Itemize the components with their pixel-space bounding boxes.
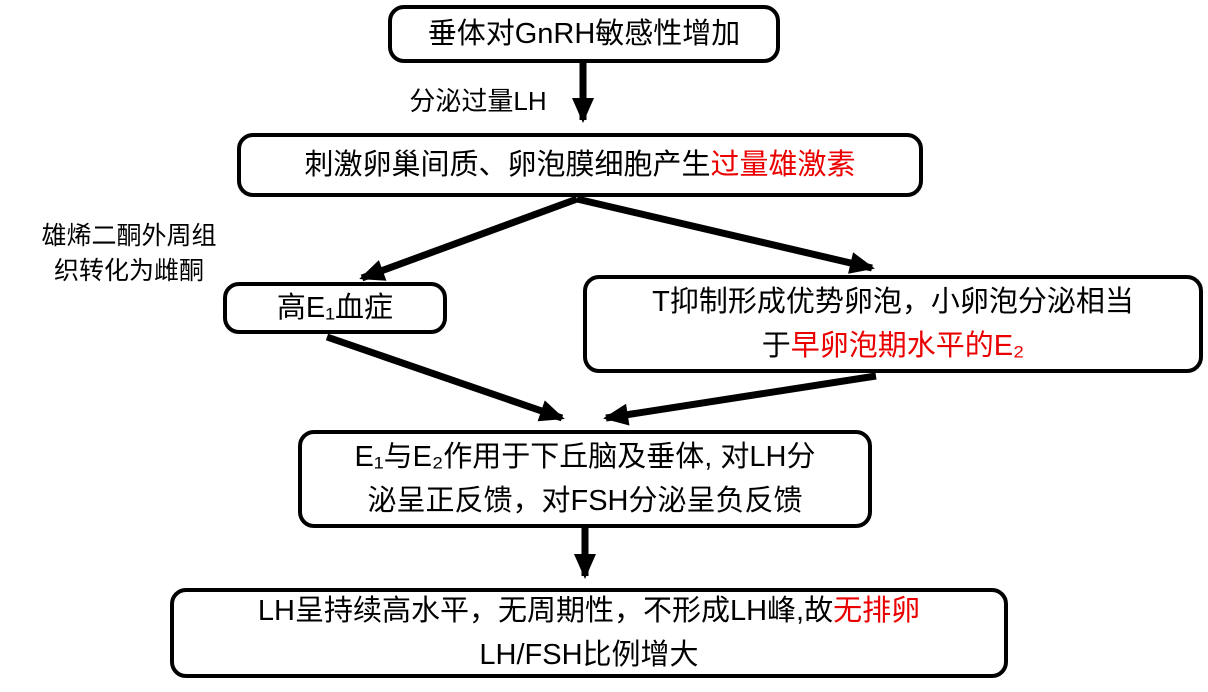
box-stimulate-androgen-text: 刺激卵巢间质、卵泡膜细胞产生过量雄激素 <box>304 143 855 187</box>
box-t-inhibit-line1: T抑制形成优势卵泡，小卵泡分泌相当 <box>652 286 1134 318</box>
box-result-line1-black: LH呈持续高水平，无周期性，不形成LH峰,故 <box>257 595 834 627</box>
box-stimulate-androgen-text-black: 刺激卵巢间质、卵泡膜细胞产生 <box>304 149 711 181</box>
box-high-e1: 高E₁血症 <box>223 282 447 334</box>
box-stimulate-androgen-text-red: 过量雄激素 <box>710 149 856 181</box>
arrow-stimulate-to-t-inhibit <box>576 195 875 274</box>
box-result-line1-red: 无排卵 <box>833 595 921 627</box>
box-feedback: E₁与E₂作用于下丘脑及垂体, 对LH分 泌呈正反馈，对FSH分泌呈负反馈 <box>298 430 872 528</box>
box-result: LH呈持续高水平，无周期性，不形成LH峰,故无排卵 LH/FSH比例增大 <box>170 588 1008 678</box>
box-feedback-line2: 泌呈正反馈，对FSH分泌呈负反馈 <box>367 485 803 517</box>
arrow-stimulate-to-high-e1 <box>359 195 579 282</box>
box-t-inhibit-line2-black: 于 <box>761 330 791 362</box>
label-peripheral-conversion: 雄烯二酮外周组 织转化为雌酮 <box>5 219 253 289</box>
box-result-line1: LH呈持续高水平，无周期性，不形成LH峰,故无排卵 <box>258 589 920 633</box>
label-lh-secretion: 分泌过量LH <box>409 86 547 116</box>
label-peripheral-conversion-line1: 雄烯二酮外周组 <box>41 222 217 250</box>
box-t-inhibit-line2-red: 早卵泡期水平的E₂ <box>790 330 1025 362</box>
arrow-high-e1-to-feedback <box>325 333 565 422</box>
box-high-e1-text: 高E₁血症 <box>276 292 394 324</box>
box-pituitary-gnrh-text: 垂体对GnRH敏感性增加 <box>427 18 741 50</box>
box-pituitary-gnrh: 垂体对GnRH敏感性增加 <box>388 5 780 63</box>
box-t-inhibit: T抑制形成优势卵泡，小卵泡分泌相当 于早卵泡期水平的E₂ <box>583 275 1203 373</box>
box-feedback-line1: E₁与E₂作用于下丘脑及垂体, 对LH分 <box>354 441 816 473</box>
arrow-t-inhibit-to-feedback <box>603 372 877 426</box>
label-peripheral-conversion-line2: 织转化为雌酮 <box>53 257 204 285</box>
box-result-line2: LH/FSH比例增大 <box>479 639 699 671</box>
box-stimulate-androgen: 刺激卵巢间质、卵泡膜细胞产生过量雄激素 <box>237 133 923 197</box>
box-t-inhibit-line2: 于早卵泡期水平的E₂ <box>762 324 1025 368</box>
